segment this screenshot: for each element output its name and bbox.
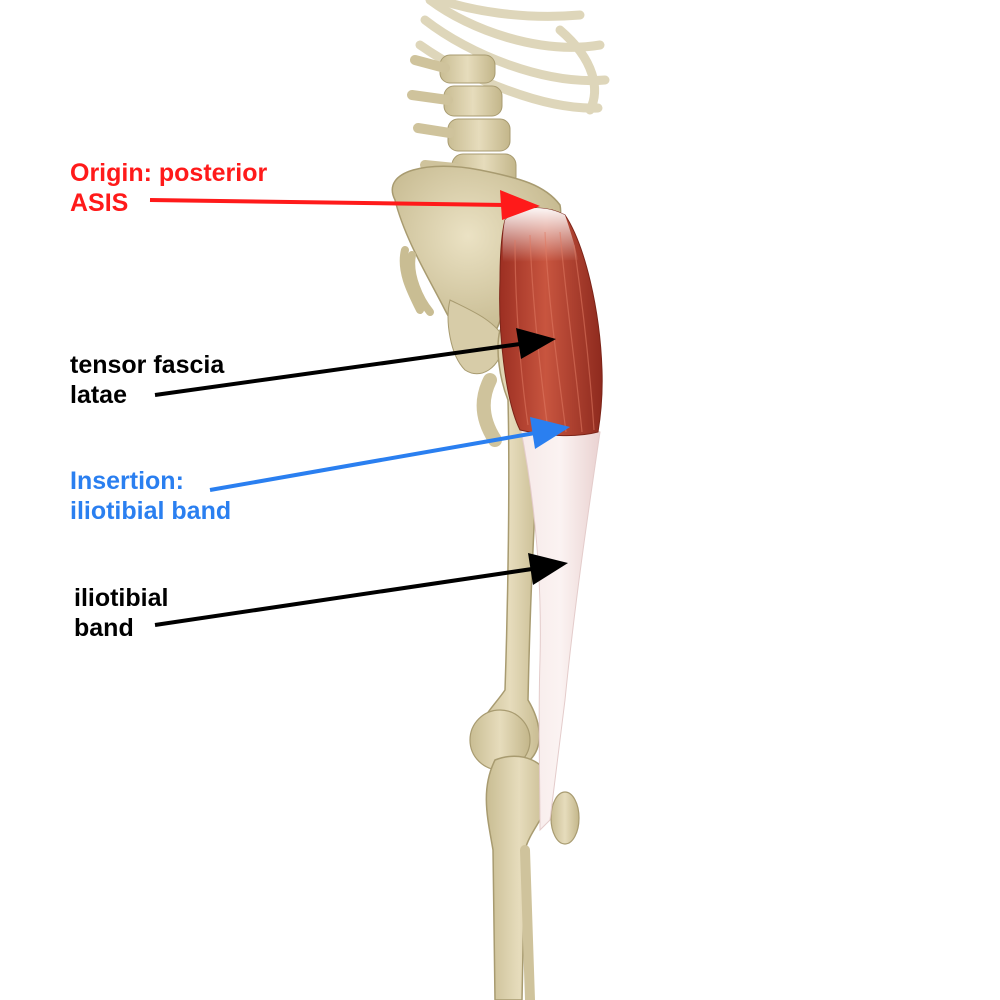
arrow-tensor-fascia-latae [154, 328, 556, 397]
tensor-fascia-latae-muscle [499, 207, 603, 437]
arrow-origin [149, 190, 540, 220]
label-itb-line2: band [74, 614, 134, 642]
label-origin-line1: Origin: posterior [70, 159, 268, 187]
label-itb-line1: iliotibial [74, 584, 169, 612]
arrow-iliotibial-band [154, 553, 568, 627]
label-insertion: Insertion: iliotibial band [70, 466, 231, 526]
label-tfl-line2: latae [70, 381, 127, 409]
label-origin-line2: ASIS [70, 189, 129, 217]
label-tfl-line1: tensor fascia [70, 351, 225, 379]
arrow-insertion [209, 417, 570, 492]
iliotibial-band [519, 422, 601, 832]
label-origin: Origin: posterior ASIS [70, 158, 267, 218]
label-iliotibial-band: iliotibial band [74, 583, 168, 643]
spine [407, 54, 517, 189]
label-insertion-line2: iliotibial band [70, 497, 232, 525]
patella [550, 791, 580, 845]
tibia [485, 755, 553, 1000]
ribcage [415, 0, 610, 115]
label-tensor-fascia-latae: tensor fascia latae [70, 350, 224, 410]
label-insertion-line1: Insertion: [70, 467, 184, 495]
